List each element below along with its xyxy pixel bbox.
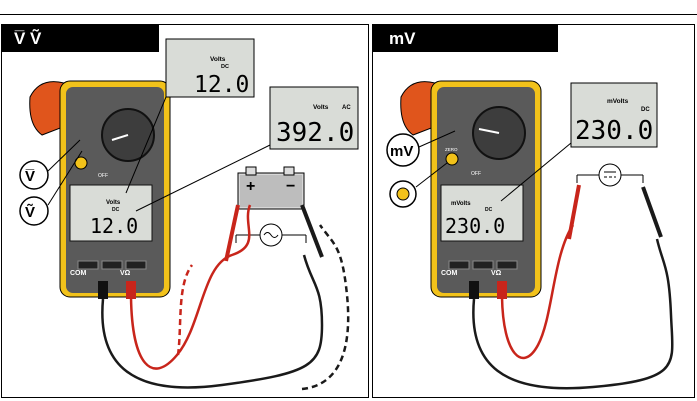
left-panel-title: V̅ Ṽ <box>2 25 159 52</box>
red-lead-wire <box>500 224 575 360</box>
svg-text:−: − <box>286 178 295 195</box>
jack-com-label: COM <box>70 270 87 277</box>
min-max-button <box>101 260 123 270</box>
right-panel: mV ZERO OFF mVolts DC 230.0 COM VΩ mV mV… <box>372 24 695 398</box>
black-lead-wire <box>472 238 674 390</box>
svg-text:392.0: 392.0 <box>276 118 354 148</box>
svg-text:DC: DC <box>221 64 229 70</box>
zero-button <box>445 152 459 166</box>
svg-text:mV: mV <box>390 143 413 160</box>
black-probe-tip <box>300 204 324 258</box>
svg-text:12.0: 12.0 <box>194 72 249 98</box>
svg-text:OFF: OFF <box>471 171 481 177</box>
svg-text:Ṽ: Ṽ <box>25 203 35 221</box>
svg-text:Volts: Volts <box>313 104 329 111</box>
left-diagram: OFF Volts DC 12.0 COM VΩ V̅ Ṽ Volts DC … <box>19 38 359 391</box>
black-probe-tip <box>641 186 663 238</box>
svg-text:230.0: 230.0 <box>575 116 653 146</box>
svg-text:VΩ: VΩ <box>491 270 502 277</box>
svg-text:Volts: Volts <box>210 56 226 63</box>
ac-volts-symbol <box>19 196 49 226</box>
left-panel: V̅ Ṽ OFF Volts DC 12.0 COM VΩ V̅ Ṽ <box>1 24 369 398</box>
jack-v-label: VΩ <box>120 270 131 277</box>
svg-text:ZERO: ZERO <box>445 147 458 152</box>
red-probe-tip <box>224 204 240 262</box>
dial-off-label: OFF <box>98 173 108 179</box>
callout-mv-display <box>570 82 658 148</box>
right-panel-title: mV <box>373 25 558 52</box>
meter-lcd <box>69 184 153 242</box>
mv-symbol <box>386 133 420 167</box>
black-lead-dashed <box>301 224 350 391</box>
svg-text:mVolts: mVolts <box>607 98 629 105</box>
lcd-mode: DC <box>112 207 120 213</box>
svg-text:mVolts: mVolts <box>451 201 471 207</box>
svg-text:DC: DC <box>485 207 493 213</box>
backlight-button <box>125 260 147 270</box>
lcd-unit: Volts <box>106 200 121 206</box>
svg-text:DC: DC <box>641 107 650 113</box>
red-probe-tip <box>567 184 581 240</box>
dc-volts-symbol <box>19 160 49 190</box>
header-rule <box>0 14 697 15</box>
svg-text:230.0: 230.0 <box>445 214 505 238</box>
lcd-value: 12.0 <box>90 214 138 238</box>
svg-text:AC: AC <box>342 105 351 111</box>
svg-text:COM: COM <box>441 270 458 277</box>
svg-text:+: + <box>246 178 255 195</box>
dc-source-symbol <box>598 163 622 187</box>
red-lead-dashed <box>176 264 194 356</box>
v-plug <box>126 281 136 299</box>
right-diagram: ZERO OFF mVolts DC 230.0 COM VΩ mV mVolt… <box>386 80 674 390</box>
function-button <box>77 260 99 270</box>
svg-text:V̅: V̅ <box>25 168 35 185</box>
com-plug <box>98 281 108 299</box>
callout-dc-display <box>165 38 255 98</box>
callout-ac-display <box>269 86 359 150</box>
red-lead-wire <box>129 204 252 370</box>
black-lead-wire <box>101 254 324 389</box>
